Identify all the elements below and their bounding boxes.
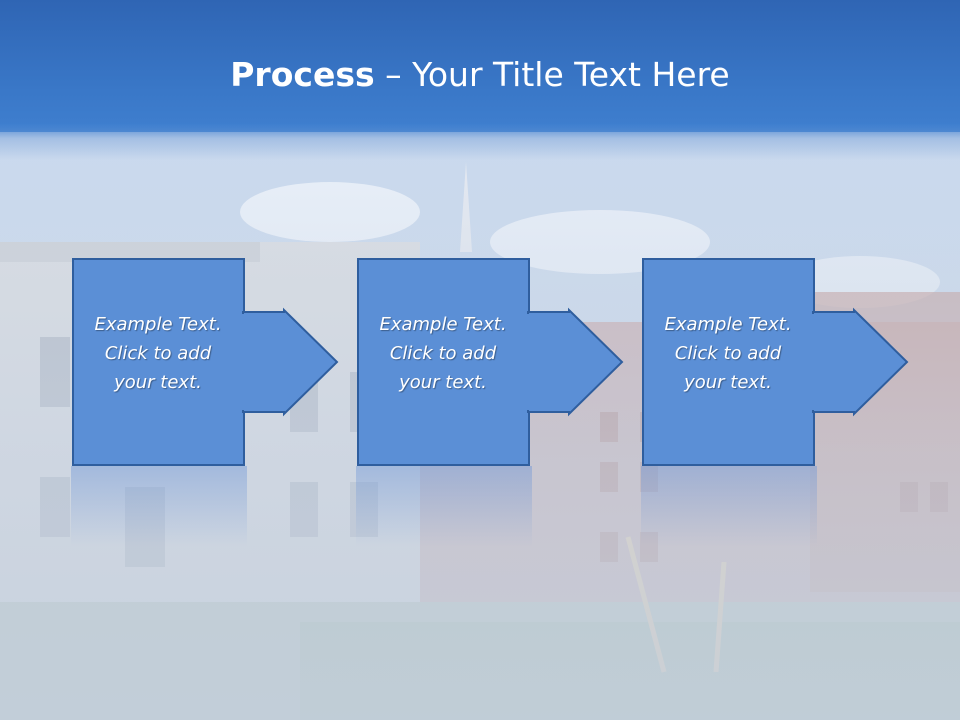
step-text: Example Text. Click to add your text. (72, 310, 244, 397)
step-reflection (641, 466, 817, 546)
step-text-line: Click to add (674, 343, 782, 364)
title-fade (0, 124, 960, 160)
process-step-3[interactable]: Example Text. Click to add your text. (642, 258, 909, 466)
process-step-2[interactable]: Example Text. Click to add your text. (357, 258, 624, 466)
step-reflection (71, 466, 247, 546)
step-text-line: your text. (114, 372, 202, 393)
right-arrow-icon (357, 258, 624, 466)
title-bold: Process (230, 55, 375, 94)
step-text-line: your text. (684, 372, 772, 393)
right-arrow-icon (72, 258, 339, 466)
step-text-line: Example Text. (379, 314, 507, 335)
step-text-line: Example Text. (94, 314, 222, 335)
step-text-line: Example Text. (664, 314, 792, 335)
step-text-line: Click to add (389, 343, 497, 364)
process-step-1[interactable]: Example Text. Click to add your text. (72, 258, 339, 466)
title-bar (0, 0, 960, 132)
right-arrow-icon (642, 258, 909, 466)
step-text-line: Click to add (104, 343, 212, 364)
step-text: Example Text. Click to add your text. (642, 310, 814, 397)
step-text-line: your text. (399, 372, 487, 393)
step-reflection (356, 466, 532, 546)
slide-title[interactable]: Process – Your Title Text Here (0, 52, 960, 98)
title-rest: – Your Title Text Here (374, 55, 730, 94)
step-text: Example Text. Click to add your text. (357, 310, 529, 397)
